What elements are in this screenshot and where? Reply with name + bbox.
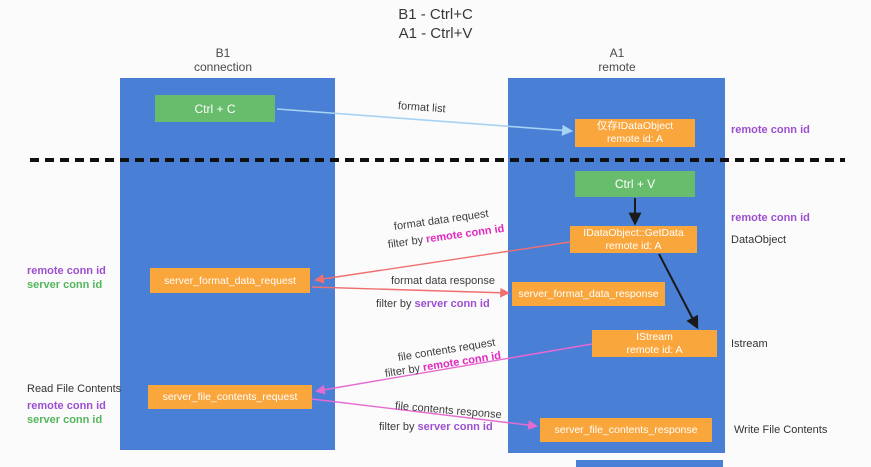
filter-by-text-1: filter by	[387, 233, 427, 251]
format-list-label: format list	[397, 100, 446, 116]
ctrl-v-label: Ctrl + V	[614, 177, 656, 191]
server-conn-id-purple-1: server conn id	[414, 298, 490, 310]
lane-header-b1: B1 connection	[158, 46, 288, 74]
ctrl-v-box: Ctrl + V	[575, 171, 695, 197]
trust-boundary-dashed-line	[30, 158, 845, 162]
lane-bottom-sliver	[576, 460, 723, 467]
filter-by-server-conn-id-label-2: filter by server conn id	[379, 421, 493, 433]
remote-conn-id-right-top: remote conn id	[731, 124, 810, 136]
lane-b1-title: B1	[215, 46, 231, 60]
remote-conn-id-right-mid: remote conn id	[731, 212, 810, 224]
getdata-line2: remote id: A	[605, 239, 662, 252]
server-file-contents-request-label: server_file_contents_request	[162, 391, 298, 403]
lane-a1-subtitle: remote	[598, 60, 636, 74]
istream-line2: remote id: A	[626, 343, 683, 356]
getdata-line1: IDataObject::GetData	[583, 226, 684, 239]
clipboard-idataobject-box: 仅存IDataObject remote id: A	[575, 119, 695, 147]
remote-conn-id-left-2: remote conn id	[27, 400, 106, 412]
server-conn-id-left-2: server conn id	[27, 414, 103, 426]
server-format-data-request-label: server_format_data_request	[164, 274, 296, 287]
server-conn-id-purple-2: server conn id	[417, 421, 493, 433]
server-format-data-request-box: server_format_data_request	[150, 268, 310, 293]
istream-line1: IStream	[636, 330, 673, 343]
server-conn-id-left-1: server conn id	[27, 279, 103, 291]
lane-a1-title: A1	[609, 46, 625, 60]
remote-conn-id-left-1: remote conn id	[27, 265, 106, 277]
idataobject-getdata-box: IDataObject::GetData remote id: A	[570, 226, 697, 253]
server-file-contents-response-label: server_file_contents_response	[554, 424, 698, 436]
arrow-format-data-response	[311, 286, 510, 298]
clipboard-idataobject-line1: 仅存IDataObject	[596, 120, 674, 132]
diagram-title-line1: B1 - Ctrl+C	[398, 6, 473, 23]
ctrl-c-box: Ctrl + C	[155, 95, 275, 122]
lane-b1-subtitle: connection	[193, 60, 253, 74]
file-contents-response-label: file contents response	[394, 400, 503, 422]
read-file-contents-label: Read File Contents	[27, 383, 122, 395]
filter-by-text-4: filter by	[379, 421, 418, 433]
server-format-data-response-box: server_format_data_response	[512, 282, 665, 306]
server-file-contents-request-box: server_file_contents_request	[148, 385, 312, 409]
write-file-contents-label: Write File Contents	[734, 424, 828, 436]
ctrl-c-label: Ctrl + C	[194, 101, 236, 116]
istream-box: IStream remote id: A	[592, 330, 717, 357]
filter-by-server-conn-id-label-1: filter by server conn id	[376, 298, 490, 310]
server-format-data-response-label: server_format_data_response	[518, 288, 659, 300]
clipboard-idataobject-line2: remote id: A	[606, 133, 664, 145]
diagram-title-line2: A1 - Ctrl+V	[398, 25, 473, 42]
istream-side-label: Istream	[731, 338, 768, 350]
filter-by-text-2: filter by	[376, 298, 415, 310]
format-data-response-label: format data response	[391, 275, 495, 287]
dataobject-label: DataObject	[731, 234, 787, 246]
lane-header-a1: A1 remote	[552, 46, 682, 74]
filter-by-text-3: filter by	[384, 362, 424, 380]
server-file-contents-response-box: server_file_contents_response	[540, 418, 712, 442]
